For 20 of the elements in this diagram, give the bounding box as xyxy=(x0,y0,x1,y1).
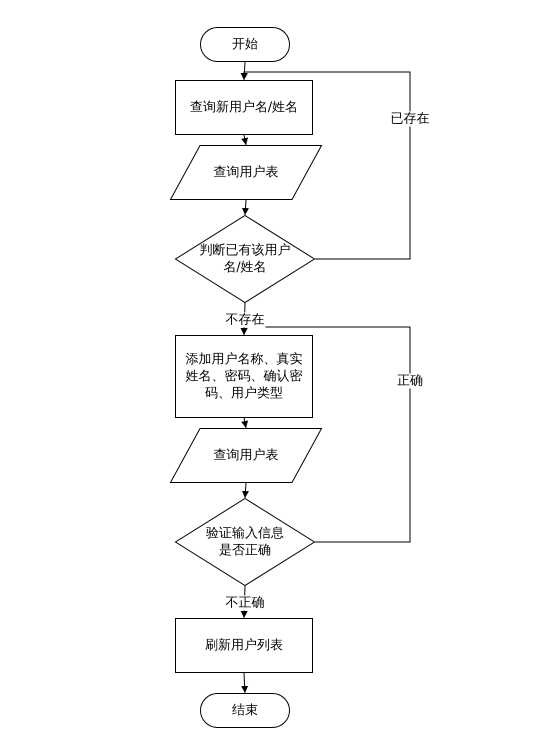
process-box: 刷新用户列表 xyxy=(175,618,313,673)
arrow xyxy=(240,326,410,542)
arrow xyxy=(240,72,410,260)
arrow xyxy=(242,200,249,216)
terminal-shape: 开始 xyxy=(200,27,290,62)
decision-diamond: 判断已有该用户名/姓名 xyxy=(175,215,315,303)
process-box: 添加用户名称、真实姓名、密码、确认密码、用户类型 xyxy=(175,335,313,418)
data-parallelogram: 查询用户表 xyxy=(170,145,322,200)
arrow xyxy=(242,482,249,498)
decision-diamond: 验证输入信息是否正确 xyxy=(175,498,315,586)
data-parallelogram: 查询用户表 xyxy=(170,428,322,483)
edge-label: 已存在 xyxy=(390,111,430,126)
edge-label: 正确 xyxy=(396,373,424,388)
edge-label: 不存在 xyxy=(224,312,266,328)
arrow xyxy=(241,134,248,146)
arrow xyxy=(241,418,248,428)
arrow xyxy=(241,672,248,694)
edge-label: 不正确 xyxy=(224,596,266,610)
process-box: 查询新用户名/姓名 xyxy=(175,80,313,135)
terminal-shape: 结束 xyxy=(200,693,290,728)
